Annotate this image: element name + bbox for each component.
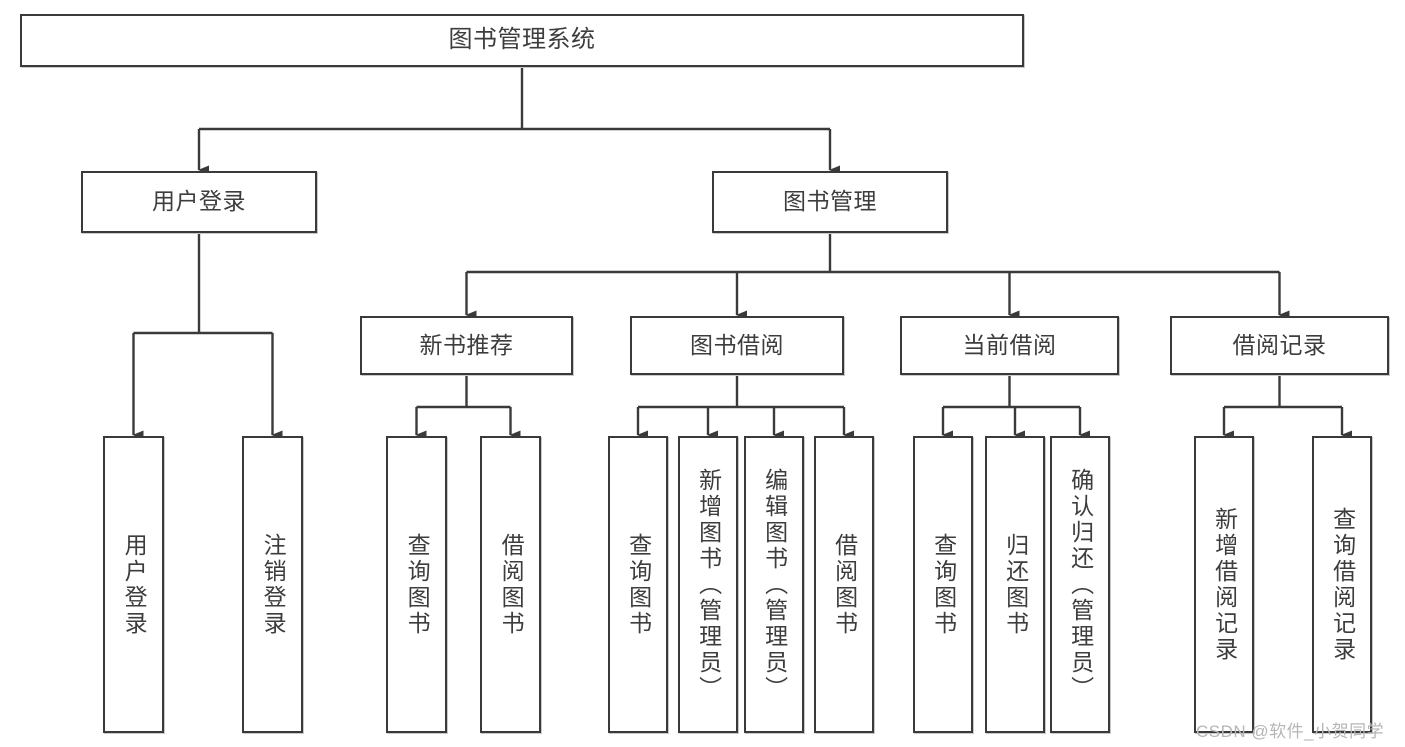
node-label: 图书管理系统 xyxy=(448,26,596,54)
node-label: 图书管理 xyxy=(783,188,877,215)
node-label: 编辑图书（管理员） xyxy=(761,467,788,702)
node-label: 借阅图书 xyxy=(831,532,858,637)
node-label: 新书推荐 xyxy=(419,331,514,358)
node-leaf-rec-borrow[interactable]: 借阅图书 xyxy=(480,436,541,733)
node-leaf-user-login[interactable]: 用户登录 xyxy=(103,436,164,733)
node-leaf-bb-edit[interactable]: 编辑图书（管理员） xyxy=(744,436,804,733)
node-label: 查询图书 xyxy=(625,532,652,637)
node-book-manage[interactable]: 图书管理 xyxy=(712,171,948,233)
node-leaf-cb-confirm[interactable]: 确认归还（管理员） xyxy=(1050,436,1110,733)
node-label: 借阅图书 xyxy=(498,532,525,637)
node-book-borrow[interactable]: 图书借阅 xyxy=(630,316,844,375)
node-leaf-br-add[interactable]: 新增借阅记录 xyxy=(1194,436,1254,733)
node-leaf-cb-query[interactable]: 查询图书 xyxy=(913,436,973,733)
node-label: 确认归还（管理员） xyxy=(1067,467,1094,702)
node-label: 查询借阅记录 xyxy=(1329,506,1356,663)
node-label: 用户登录 xyxy=(152,188,246,215)
node-label: 查询图书 xyxy=(930,532,957,637)
node-leaf-user-logout[interactable]: 注销登录 xyxy=(242,436,303,733)
node-leaf-cb-return[interactable]: 归还图书 xyxy=(985,436,1045,733)
node-leaf-bb-add[interactable]: 新增图书（管理员） xyxy=(678,436,738,733)
node-label: 用户登录 xyxy=(121,532,148,637)
node-label: 新增图书（管理员） xyxy=(695,467,722,702)
node-label: 归还图书 xyxy=(1002,532,1029,637)
node-user-login[interactable]: 用户登录 xyxy=(81,171,317,233)
csdn-watermark: CSDN @软件_小贺同学 xyxy=(1196,722,1385,741)
node-current-borrow[interactable]: 当前借阅 xyxy=(900,316,1119,375)
node-label: 图书借阅 xyxy=(690,331,784,358)
node-label: 查询图书 xyxy=(404,532,431,637)
node-leaf-br-query[interactable]: 查询借阅记录 xyxy=(1312,436,1372,733)
connector-lines xyxy=(132,67,1352,440)
node-borrow-record[interactable]: 借阅记录 xyxy=(1170,316,1389,375)
node-label: 新增借阅记录 xyxy=(1211,506,1238,663)
node-leaf-rec-query[interactable]: 查询图书 xyxy=(386,436,447,733)
node-leaf-bb-borrow[interactable]: 借阅图书 xyxy=(814,436,874,733)
node-label: 当前借阅 xyxy=(962,331,1057,358)
node-root[interactable]: 图书管理系统 xyxy=(20,14,1024,67)
node-label: 借阅记录 xyxy=(1232,331,1327,358)
node-new-book-rec[interactable]: 新书推荐 xyxy=(360,316,573,375)
node-label: 注销登录 xyxy=(260,532,287,637)
node-leaf-bb-query[interactable]: 查询图书 xyxy=(608,436,668,733)
